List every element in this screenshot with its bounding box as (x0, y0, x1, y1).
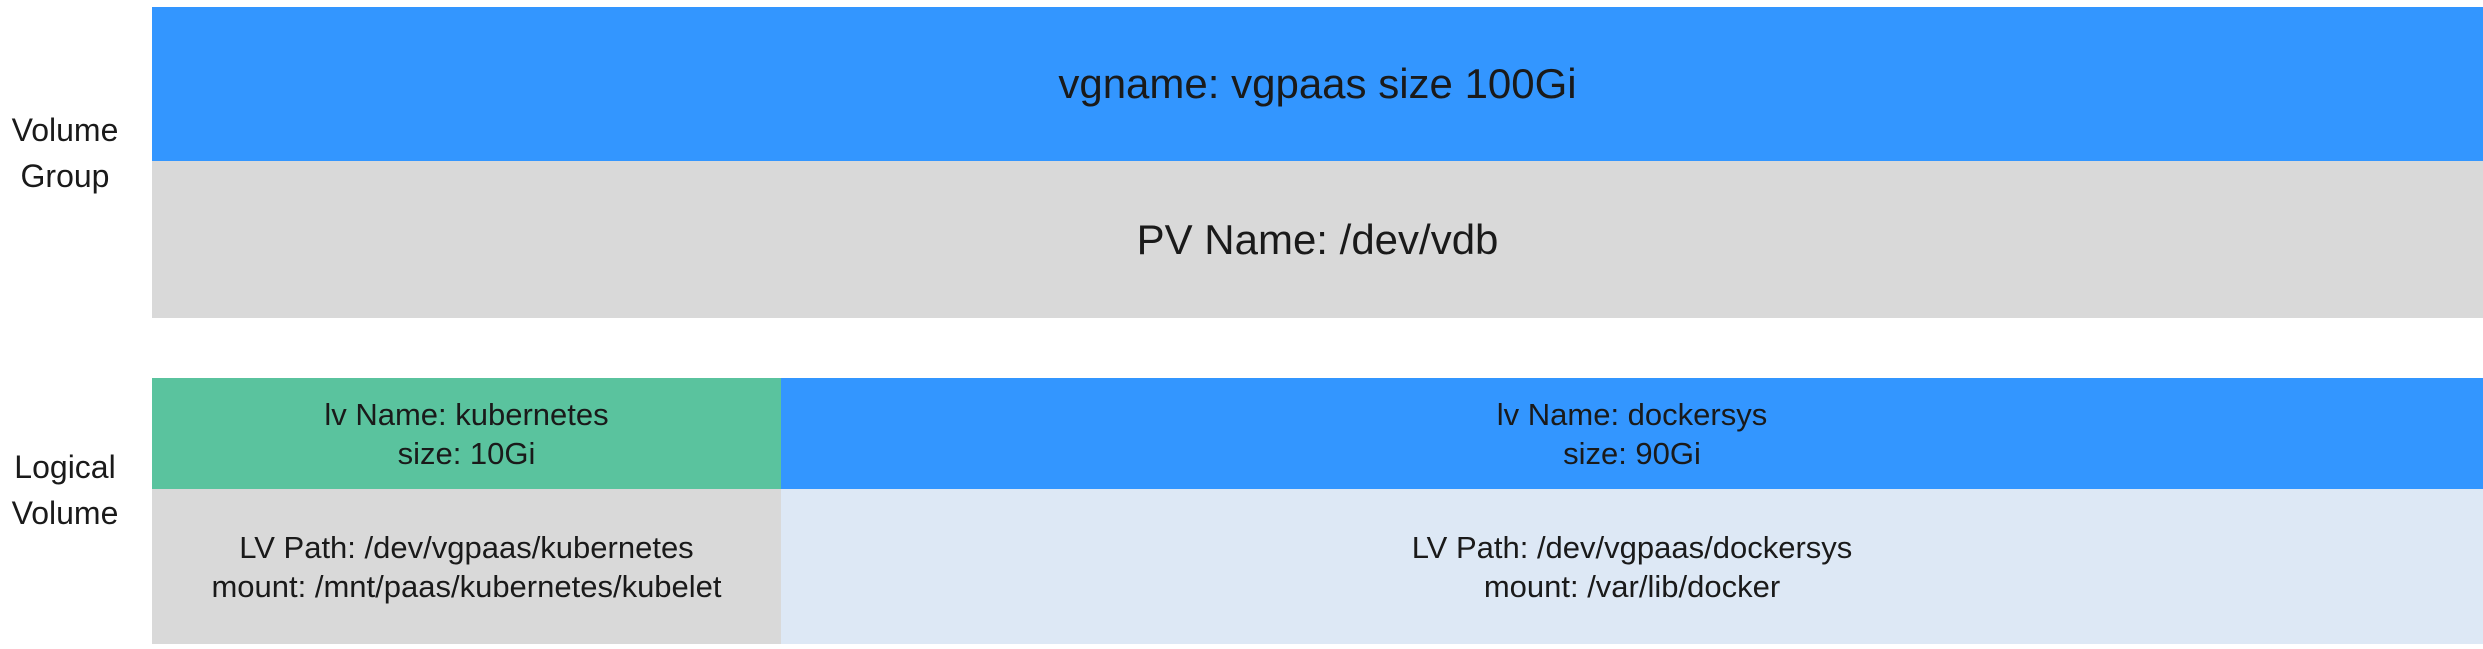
lv-kubernetes-name: lv Name: kubernetes (324, 396, 609, 432)
vg-name-text: vgname: vgpaas size 100Gi (1058, 60, 1577, 107)
pv-name-text: PV Name: /dev/vdb (1136, 215, 1499, 263)
lv-kubernetes-path: LV Path: /dev/vgpaas/kubernetes (239, 529, 694, 565)
lv-kubernetes-header: lv Name: kubernetes size: 10Gi (152, 378, 781, 489)
lv-dockersys-path: LV Path: /dev/vgpaas/dockersys (1411, 529, 1853, 565)
lv-kubernetes-mount: mount: /mnt/paas/kubernetes/kubelet (211, 568, 722, 604)
lv-dockersys-mount: mount: /var/lib/docker (1483, 568, 1781, 604)
volume-group-label: Volume Group (11, 112, 119, 194)
lv-dockersys-name: lv Name: dockersys (1496, 396, 1768, 432)
logical-volume-label: Logical Volume (11, 449, 119, 531)
physical-volume-row: PV Name: /dev/vdb (152, 161, 2483, 318)
lv-dockersys-size: size: 90Gi (1563, 435, 1701, 471)
lv-dockersys-header: lv Name: dockersys size: 90Gi (781, 378, 2483, 489)
lv-dockersys-details: LV Path: /dev/vgpaas/dockersys mount: /v… (781, 489, 2483, 644)
volume-group-header: vgname: vgpaas size 100Gi (152, 7, 2483, 161)
lv-kubernetes-details: LV Path: /dev/vgpaas/kubernetes mount: /… (152, 489, 781, 644)
lv-kubernetes-size: size: 10Gi (397, 435, 536, 471)
